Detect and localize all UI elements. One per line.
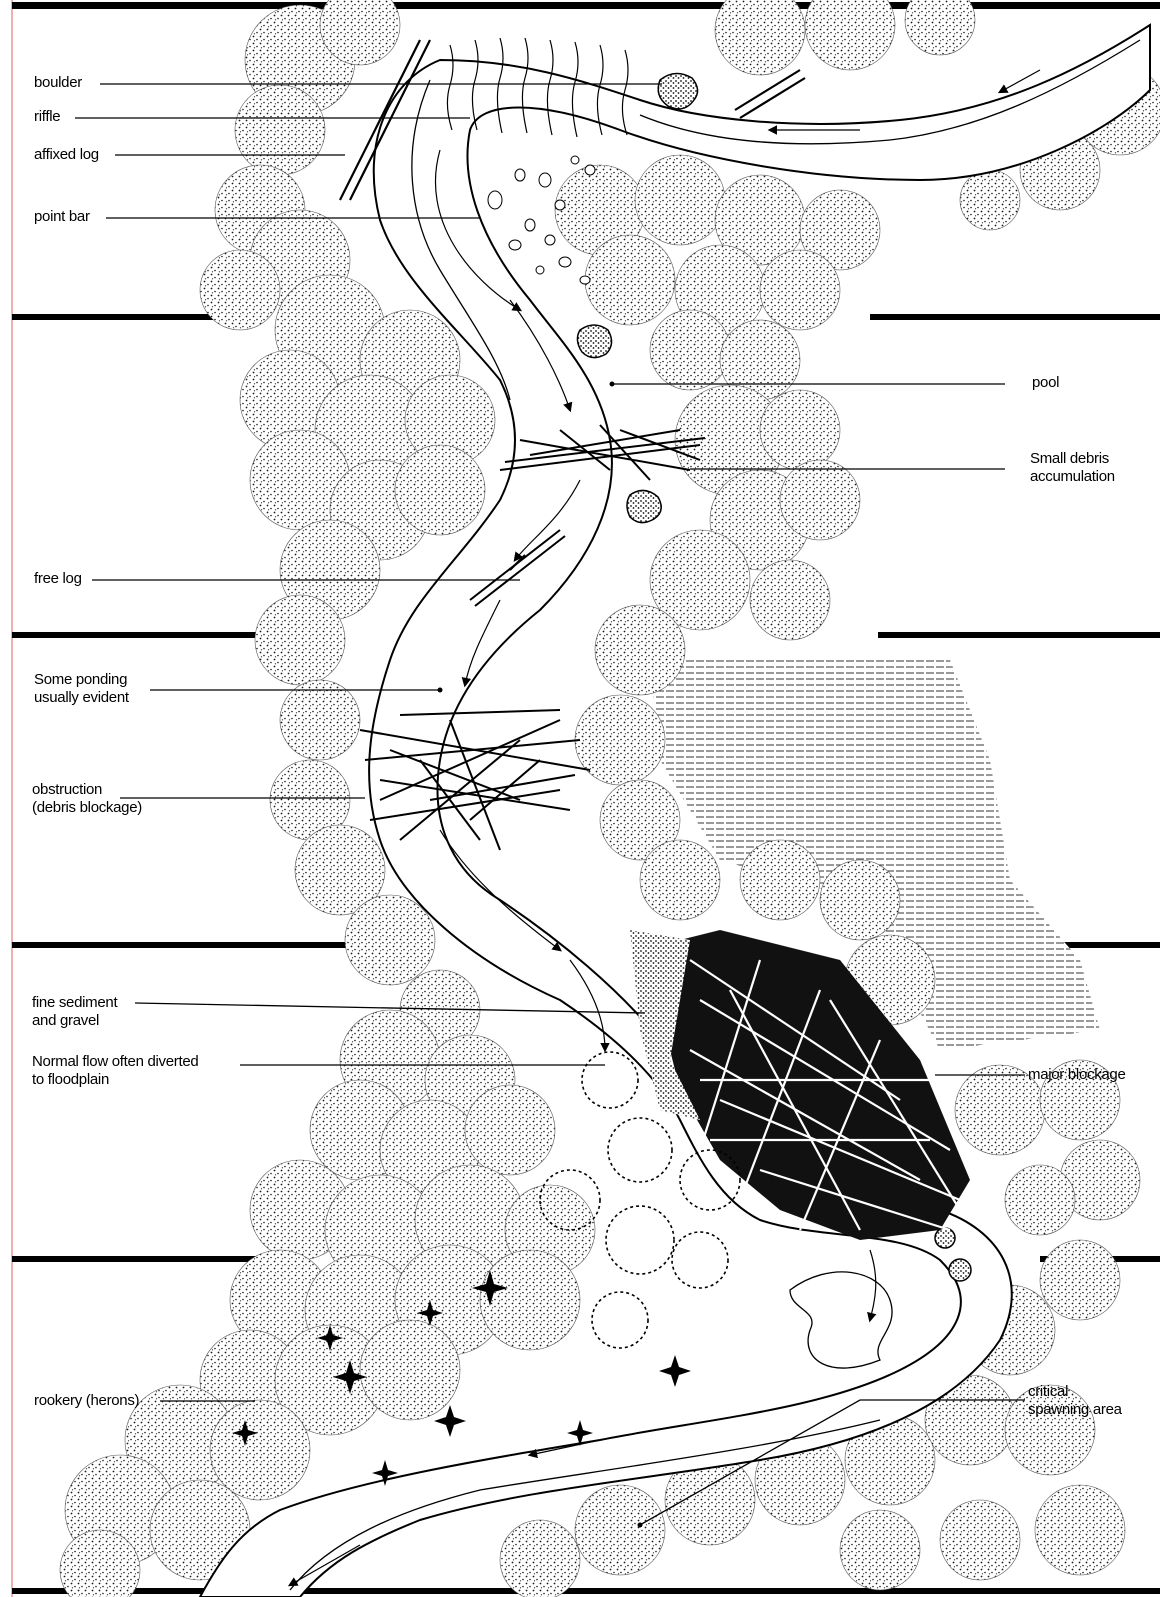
label-normal-flow: Normal flow often diverted to floodplain — [32, 1053, 198, 1089]
label-obstruction: obstruction (debris blockage) — [32, 781, 142, 817]
label-riffle: riffle — [34, 108, 60, 126]
label-rookery: rookery (herons) — [34, 1392, 139, 1410]
label-fine-sediment: fine sediment and gravel — [32, 994, 117, 1030]
label-ponding: Some ponding usually evident — [34, 671, 129, 707]
label-affixed-log: affixed log — [34, 146, 99, 164]
label-point-bar: point bar — [34, 208, 90, 226]
label-boulder: boulder — [34, 74, 82, 92]
label-spawning: critical spawning area — [1028, 1383, 1122, 1419]
label-major-blockage: major blockage — [1028, 1066, 1126, 1084]
label-small-debris: Small debris accumulation — [1030, 450, 1115, 486]
label-pool: pool — [1032, 374, 1059, 392]
label-free-log: free log — [34, 570, 82, 588]
spawning-contour — [790, 1272, 892, 1368]
